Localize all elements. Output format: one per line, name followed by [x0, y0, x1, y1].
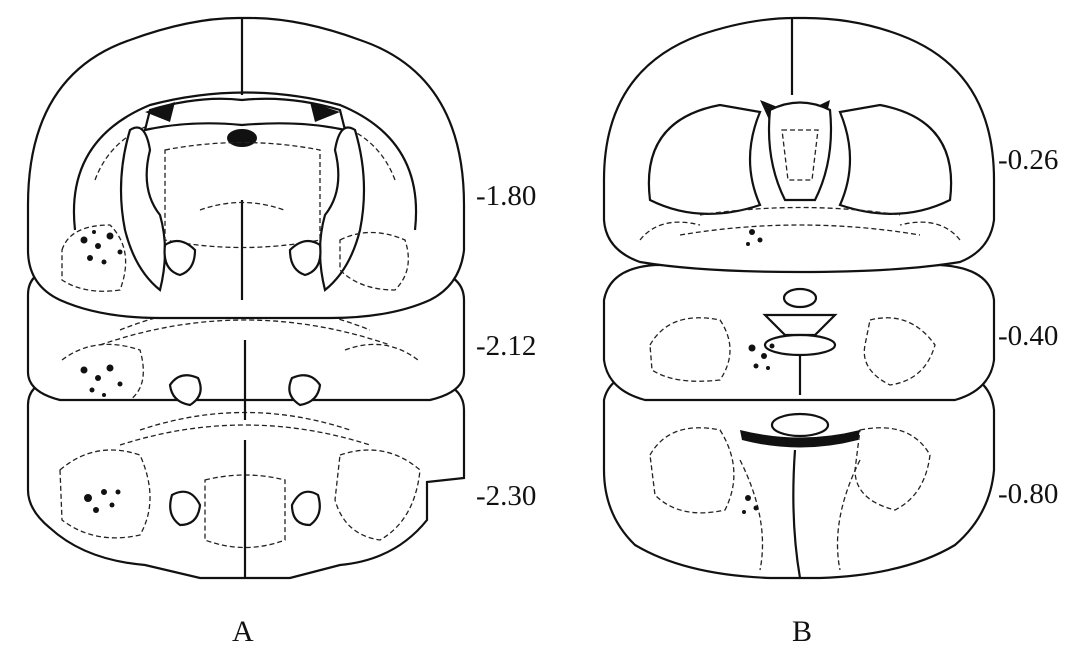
- level-label-a-1: -1.80: [476, 182, 536, 211]
- level-label-a-2: -2.12: [476, 332, 536, 361]
- panel-label-b: B: [792, 617, 812, 647]
- level-label-b-3: -0.80: [998, 480, 1058, 509]
- level-label-b-2: -0.40: [998, 322, 1058, 351]
- panel-a-sections: [28, 18, 464, 578]
- section-a-1: [28, 18, 464, 318]
- section-b-2: [604, 265, 994, 400]
- panel-b-sections: [604, 18, 994, 578]
- level-label-a-3: -2.30: [476, 482, 536, 511]
- section-b-1: [604, 18, 994, 272]
- panel-label-a: A: [232, 617, 254, 647]
- level-label-b-1: -0.26: [998, 146, 1058, 175]
